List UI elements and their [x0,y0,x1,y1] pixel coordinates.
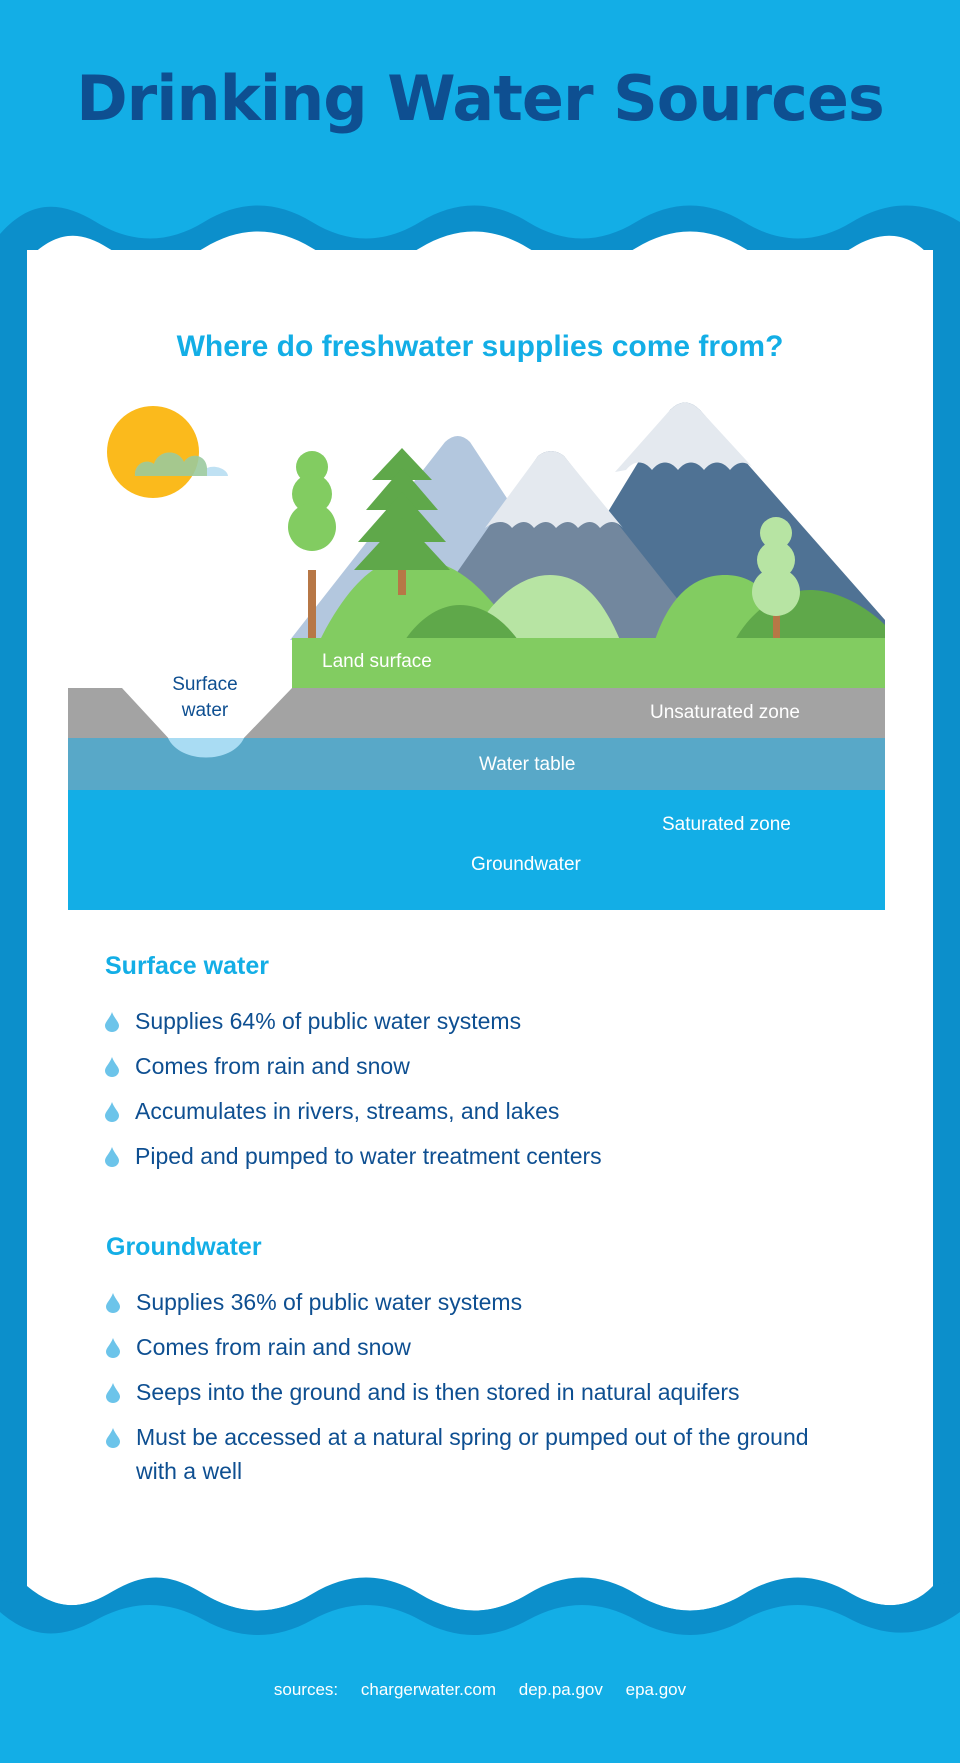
list-item-text: Supplies 64% of public water systems [135,1008,522,1034]
groundwater-label: Groundwater [471,854,581,875]
sources-footer: sources: chargerwater.com dep.pa.gov epa… [0,1680,960,1700]
water-drop-icon [106,1293,120,1313]
surface-water-label-line1: Surface [172,674,238,695]
left-border [0,240,27,1610]
land-surface-label: Land surface [322,651,432,672]
list-item: Supplies 36% of public water systems [106,1285,826,1319]
page-title: Drinking Water Sources [76,62,885,135]
list-item: Comes from rain and snow [105,1049,865,1083]
surface-water-list: Supplies 64% of public water systems Com… [105,1004,865,1184]
list-item: Accumulates in rivers, streams, and lake… [105,1094,865,1128]
hill-dark-left [405,605,518,640]
mountain-mid-snowcap [485,451,623,528]
mountain-dark-snowcap [615,402,757,472]
water-cycle-diagram [68,402,885,910]
source-link[interactable]: dep.pa.gov [518,1680,603,1699]
pine-tree-icon [354,448,450,595]
diagram-subtitle: Where do freshwater supplies come from? [176,330,784,363]
list-item: Must be accessed at a natural spring or … [106,1420,826,1488]
list-item-text: Comes from rain and snow [136,1334,411,1360]
list-item-text: Piped and pumped to water treatment cent… [135,1143,602,1169]
water-drop-icon [105,1012,119,1032]
list-item-text: Comes from rain and snow [135,1053,410,1079]
source-link[interactable]: chargerwater.com [360,1680,496,1699]
bottom-wave-border [0,1560,960,1635]
list-item: Supplies 64% of public water systems [105,1004,865,1038]
water-drop-icon [105,1147,119,1167]
list-item: Comes from rain and snow [106,1330,826,1364]
saturated-zone-layer [68,790,885,910]
list-item-text: Seeps into the ground and is then stored… [136,1379,740,1405]
hill-light [470,575,620,640]
unsaturated-zone-label: Unsaturated zone [650,702,800,723]
water-drop-icon [105,1102,119,1122]
saturated-zone-label: Saturated zone [662,814,791,835]
mountain-mid [410,451,710,640]
surface-water-label: Surface water [160,672,250,724]
water-drop-icon [106,1383,120,1403]
water-drop-icon [106,1428,120,1448]
list-item: Seeps into the ground and is then stored… [106,1375,826,1409]
list-item: Piped and pumped to water treatment cent… [105,1139,865,1173]
sun-icon [107,406,199,498]
groundwater-list: Supplies 36% of public water systems Com… [106,1285,826,1499]
surface-water-label-line2: water [181,700,229,721]
section-title-groundwater: Groundwater [106,1233,262,1261]
list-item-text: Must be accessed at a natural spring or … [136,1424,809,1484]
right-border [933,240,960,1610]
list-item-text: Supplies 36% of public water systems [136,1289,523,1315]
source-link[interactable]: epa.gov [625,1680,687,1699]
list-item-text: Accumulates in rivers, streams, and lake… [135,1098,560,1124]
cloud-icon [134,452,228,476]
round-tree-right-icon [752,517,800,640]
sources-label: sources: [273,1680,339,1699]
land-surface-layer [292,638,885,690]
surface-water-pool [168,738,244,758]
water-table-label: Water table [479,754,576,775]
section-title-surface-water: Surface water [105,952,269,980]
round-tree-left-icon [288,451,336,645]
water-drop-icon [105,1057,119,1077]
water-drop-icon [106,1338,120,1358]
